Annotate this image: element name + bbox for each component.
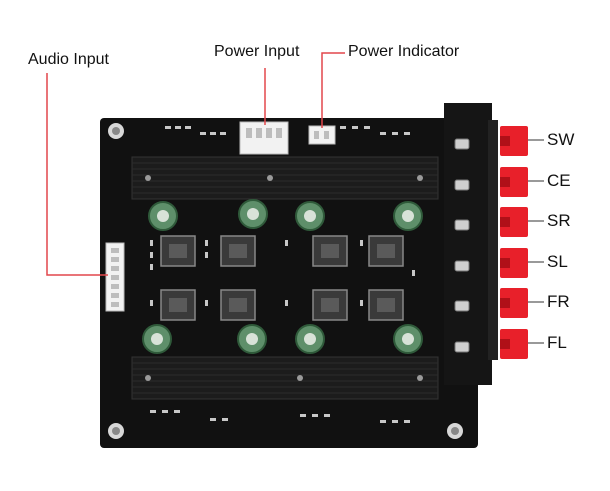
power-input-label: Power Input [214,43,300,60]
pin-label-fl: FL [79,240,90,250]
power-indicator-callout-line [321,52,345,128]
power-indicator-connector [308,125,336,145]
output-leader-lines [528,139,544,344]
terminal-sl [500,248,528,278]
output-label-fl: FL [547,333,567,352]
pin-label-gnd: GND [76,226,93,236]
audio-input-label: Audio Input [28,51,109,68]
output-label-ce: CE [547,171,571,190]
pin-label-sl: SL [79,265,90,275]
heatsink-bottom [131,356,439,400]
terminal-sw [500,126,528,156]
callout-lines [46,52,345,276]
power-input-connector [239,121,289,155]
output-label-sw: SW [547,130,575,149]
terminal-ce [500,167,528,197]
audio-input-callout-line [46,73,108,276]
terminal-fr [500,288,528,318]
terminal-sr [500,207,528,237]
pin-label-sr: SR [79,280,90,290]
terminal-fl [500,329,528,359]
capacitor-row-bottom [142,324,423,354]
output-label-sl: SL [547,252,568,271]
heatsink-top [131,156,439,200]
pin-label-fr: FR [79,254,90,264]
pin-label-ce: CE [79,291,90,301]
output-label-sr: SR [547,211,571,230]
output-label-fr: FR [547,292,570,311]
power-indicator-label: Power Indicator [348,43,460,60]
speaker-terminal-block [444,103,492,385]
pin-label-sw: SW [79,302,90,312]
capacitor-row-top [148,199,423,231]
